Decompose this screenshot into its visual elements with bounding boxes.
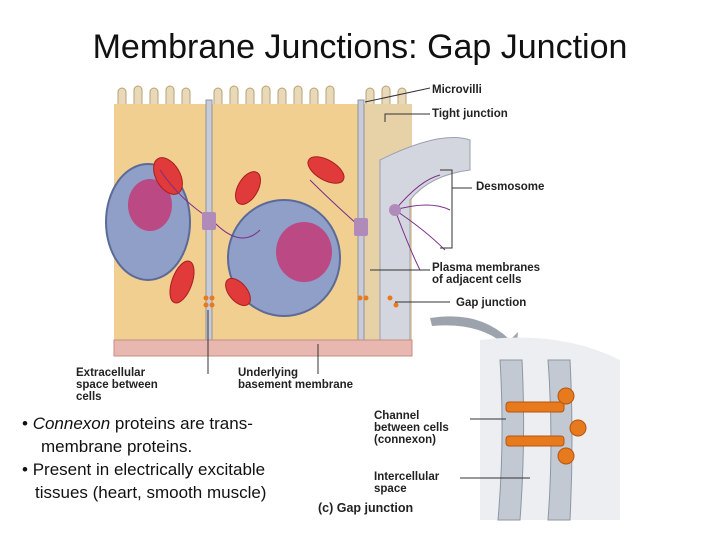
label-tight-junction: Tight junction — [432, 108, 508, 120]
gap-junction-markers — [203, 295, 399, 308]
connexon-channels — [505, 387, 587, 465]
nucleus-middle — [227, 199, 341, 317]
label-plasma-membranes-line1: Plasma membranes — [432, 262, 541, 274]
bullet-1-italic: Connexon — [32, 414, 111, 433]
desmosome-plaques — [202, 204, 401, 236]
bullet-2-text: Present in electrically excitable — [32, 460, 266, 479]
leader-lines — [207, 87, 530, 479]
bullet-2: • Present in electrically excitable — [22, 460, 266, 479]
label-channel-line3: (connexon) — [374, 434, 436, 446]
label-plasma-membranes-line2: of adjacent cells — [432, 274, 522, 286]
label-extracellular-line3: cells — [76, 391, 102, 403]
label-channel-connexon: Channel between cells (connexon) — [374, 410, 449, 446]
basement-membrane — [113, 339, 413, 357]
cut-membrane-surface — [379, 137, 471, 341]
slide-title: Membrane Junctions: Gap Junction — [92, 28, 628, 66]
bullet-2-continued: tissues (heart, smooth muscle) — [35, 483, 267, 502]
label-underlying-line1: Underlying — [238, 367, 299, 379]
label-extracellular-space: Extracellular space between cells — [76, 367, 158, 403]
figure-caption: (c) Gap junction — [318, 501, 414, 515]
label-intercellular-line2: space — [374, 483, 407, 495]
label-gap-junction: Gap junction — [456, 297, 527, 309]
label-plasma-membranes: Plasma membranes of adjacent cells — [432, 262, 540, 286]
label-channel-line2: between cells — [374, 422, 449, 434]
label-underlying-basement: Underlying basement membrane — [238, 367, 353, 391]
mitochondria — [153, 156, 345, 307]
label-underlying-line2: basement membrane — [238, 379, 354, 391]
epithelial-tissue — [105, 85, 471, 357]
label-desmosome: Desmosome — [476, 181, 545, 193]
bullet-1: • Connexon proteins are trans- — [22, 414, 253, 433]
label-intercellular-space: Intercellular space — [374, 471, 439, 495]
label-microvilli: Microvilli — [432, 84, 482, 96]
label-extracellular-line2: space between — [76, 379, 158, 391]
label-channel-line1: Channel — [374, 410, 420, 422]
label-intercellular-line1: Intercellular — [374, 471, 440, 483]
bullet-1-continued: membrane proteins. — [41, 437, 193, 456]
gap-junction-inset — [480, 337, 620, 521]
bullet-list: • Connexon proteins are trans- membrane … — [22, 412, 322, 504]
bullet-1-text: proteins are trans- — [110, 414, 253, 433]
label-extracellular-line1: Extracellular — [76, 367, 146, 379]
